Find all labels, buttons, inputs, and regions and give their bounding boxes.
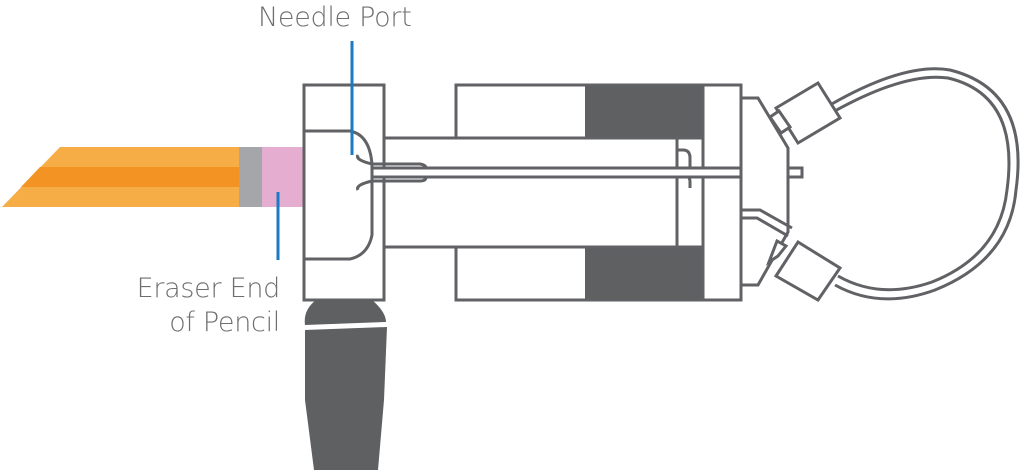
- plunger-seal-bottom: [585, 247, 703, 299]
- needle: [356, 154, 804, 191]
- needle-port-block: [302, 83, 386, 302]
- eraser-label-line1: Eraser End: [136, 273, 281, 304]
- end-cap: [739, 96, 793, 287]
- connector-top: [773, 80, 843, 146]
- connector-bottom: [773, 239, 843, 302]
- eraser-label-line2: of Pencil: [169, 307, 280, 338]
- eraser-end-label: Eraser End of Pencil: [136, 272, 281, 340]
- connectors: [765, 80, 843, 302]
- ferrule: [239, 147, 263, 207]
- pencil: [2, 147, 318, 207]
- return-loop: [829, 67, 1020, 301]
- handle: [304, 300, 387, 470]
- plunger-seal-top: [585, 86, 703, 138]
- needle-port-label: Needle Port: [258, 2, 412, 33]
- syringe-body: [382, 83, 743, 302]
- leader-lines: [276, 41, 354, 260]
